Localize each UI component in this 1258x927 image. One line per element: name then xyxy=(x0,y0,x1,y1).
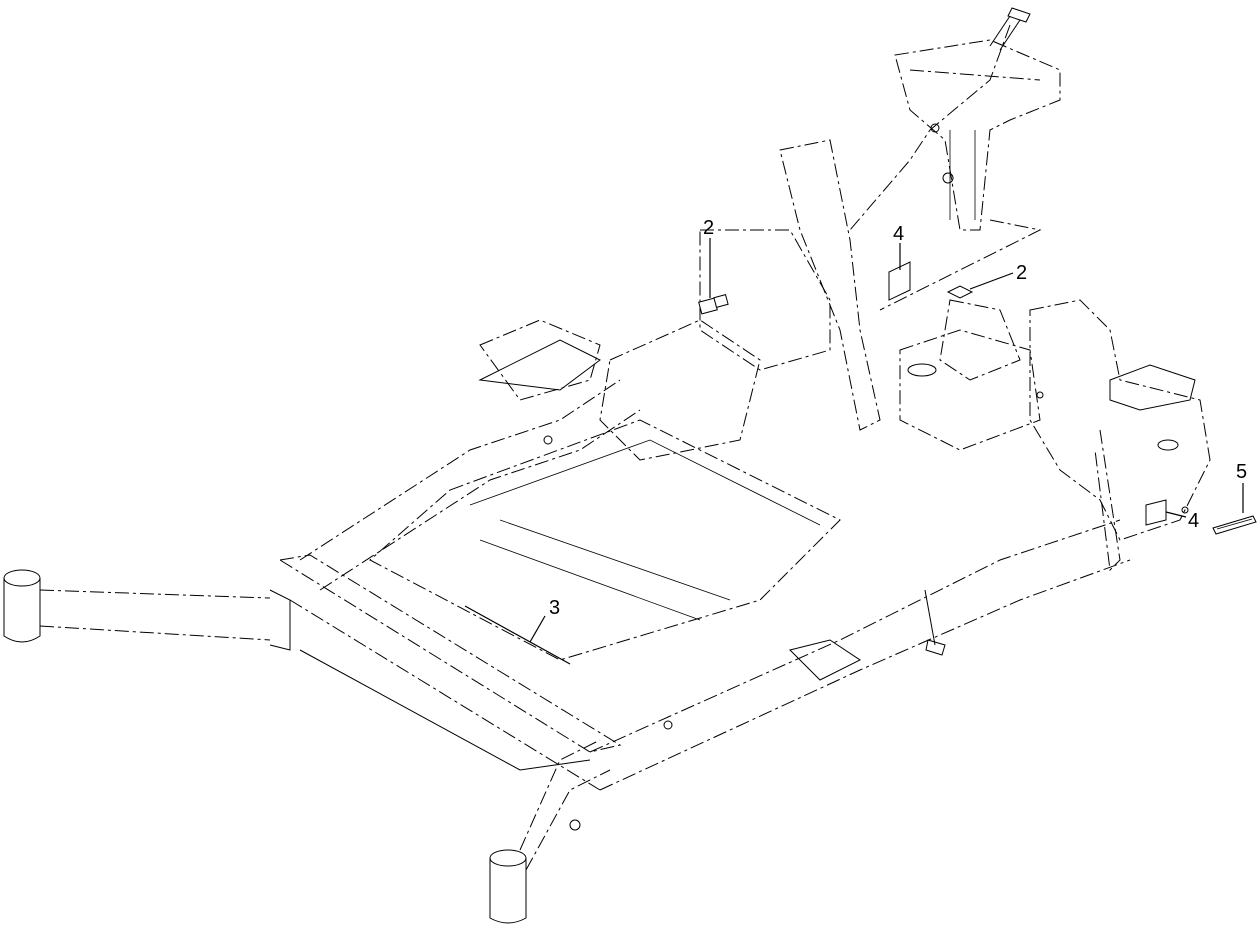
callout-4a: 4 xyxy=(893,223,904,270)
callout-5: 5 xyxy=(1236,461,1247,513)
left-caster-pivot xyxy=(3,569,291,651)
callout-3-label: 3 xyxy=(549,597,560,619)
chassis-frame xyxy=(3,7,1211,924)
decal-5 xyxy=(1212,515,1257,535)
callout-2b: 2 xyxy=(969,262,1027,290)
bolt xyxy=(989,7,1031,51)
decal-2b xyxy=(946,285,974,299)
decal-3 xyxy=(464,605,571,665)
callout-4a-label: 4 xyxy=(893,223,904,245)
callout-4b-label: 4 xyxy=(1188,510,1199,532)
bottom-caster-pivot xyxy=(489,739,611,924)
decal-4b xyxy=(1145,499,1167,526)
callout-5-label: 5 xyxy=(1236,461,1247,483)
decal-2a xyxy=(698,294,729,315)
callout-2a: 2 xyxy=(703,217,714,298)
decal-4a xyxy=(888,261,911,301)
callout-2b-label: 2 xyxy=(1016,262,1027,284)
callout-4b: 4 xyxy=(1165,510,1199,532)
callout-3: 3 xyxy=(529,597,560,643)
seat-bracket xyxy=(894,39,1061,231)
callout-2a-label: 2 xyxy=(703,217,714,239)
lower-bolt xyxy=(924,589,946,656)
